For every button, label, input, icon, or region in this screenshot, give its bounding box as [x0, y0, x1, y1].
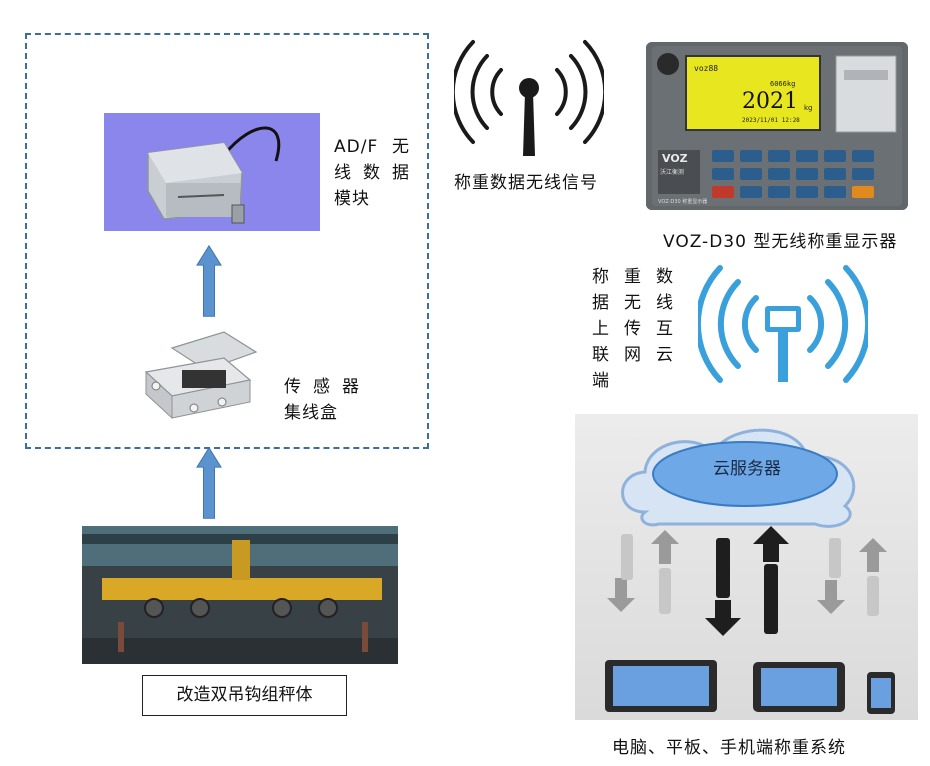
junction-label-line-2: 集线盒 — [284, 403, 338, 423]
wireless-module-photo — [104, 113, 320, 231]
wifi-tower-icon — [698, 265, 868, 383]
display-brand-logo: VOZ — [662, 152, 688, 165]
sensor-module-group-box — [25, 33, 429, 449]
cloud-upload-label-row: 称 重 数 — [592, 267, 674, 287]
junction-label: 传 感 器 集线盒 — [284, 374, 360, 426]
double-hook-scale-photo — [82, 526, 398, 664]
display-model-text: VOZ-D30 称重显示器 — [658, 199, 708, 205]
display-screen-code: voz88 — [694, 64, 719, 73]
display-screen-total: 6066kg — [770, 80, 796, 88]
display-brand-cn: 沃江衡测 — [660, 169, 685, 176]
junction-label-line-1: 传 感 器 — [284, 377, 360, 397]
wireless-signal-label: 称重数据无线信号 — [454, 173, 598, 193]
up-arrow-junction — [196, 446, 222, 519]
module-label: AD/F 无 线 数 据 模块 — [334, 134, 410, 212]
display-screen-reading: 2021 — [742, 89, 798, 114]
cloud-upload-label: 称 重 数 据 无 线 上 传 互 联 网 云 端 — [592, 264, 674, 394]
cloud-devices-illustration: 云服务器 — [575, 414, 918, 720]
cloud-upload-label-row: 联 网 云 — [592, 345, 674, 365]
display-screen-datetime: 2023/11/01 12:28 — [742, 117, 800, 124]
weighing-display-photo: voz88 6066kg 2021 kg 2023/11/01 12:28 VO… — [646, 42, 908, 210]
display-caption: VOZ-D30 型无线称重显示器 — [663, 232, 898, 252]
devices-caption: 电脑、平板、手机端称重系统 — [612, 738, 846, 758]
cloud-server-label: 云服务器 — [713, 459, 781, 479]
up-arrow-module — [196, 244, 222, 317]
cloud-upload-label-row: 上 传 互 — [592, 319, 674, 339]
cloud-upload-label-row: 端 — [592, 371, 610, 391]
module-label-line-1: AD/F 无 — [334, 137, 410, 157]
module-label-line-3: 模块 — [334, 189, 370, 209]
scale-caption: 改造双吊钩组秤体 — [142, 675, 347, 716]
module-label-line-2: 线 数 据 — [334, 163, 410, 183]
cloud-upload-label-row: 据 无 线 — [592, 293, 674, 313]
display-screen-unit: kg — [804, 104, 813, 112]
antenna-signal-icon — [454, 40, 604, 156]
junction-box-photo — [144, 331, 258, 420]
